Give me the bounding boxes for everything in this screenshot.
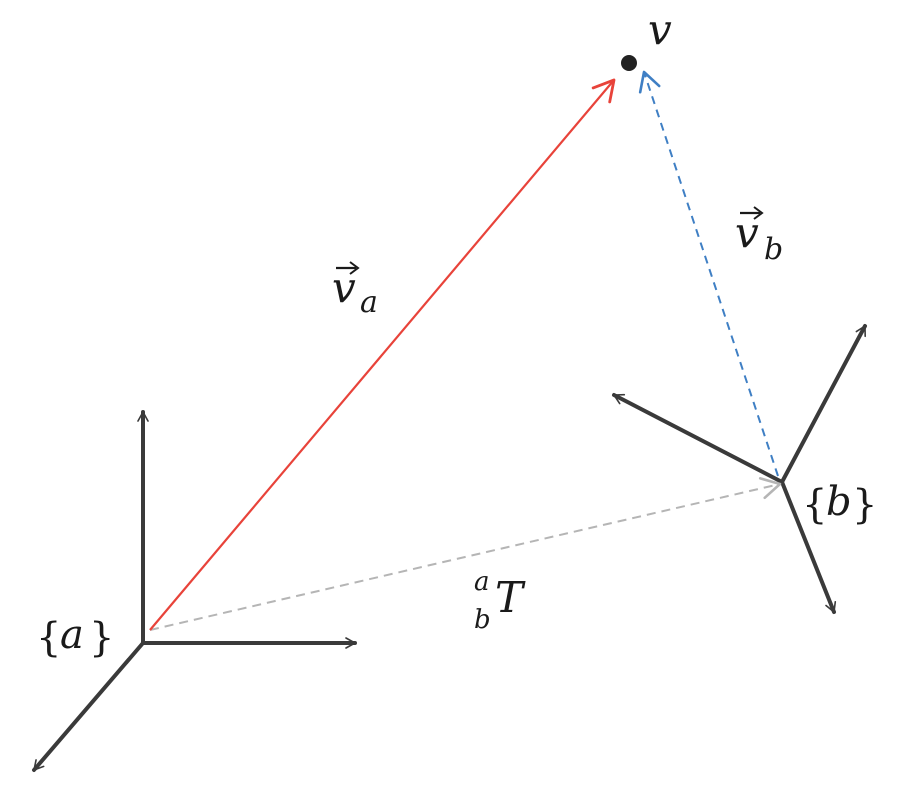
vector-vb-label: v b bbox=[735, 206, 783, 267]
frame-b-axis-upper-left bbox=[612, 393, 784, 484]
vector-va-sub: a bbox=[360, 285, 378, 320]
transform-label: a b T bbox=[474, 567, 526, 635]
transform-sup: a bbox=[474, 567, 490, 597]
point-v-label: v bbox=[648, 5, 672, 54]
point-v-dot bbox=[621, 55, 637, 71]
transform-sub: b bbox=[474, 605, 491, 635]
frame-b-letter: b bbox=[826, 479, 852, 525]
frame-b-axes bbox=[612, 324, 867, 614]
frame-a-axes bbox=[32, 410, 357, 772]
frame-b-close-brace: } bbox=[852, 482, 877, 528]
vector-vb-arrow bbox=[638, 70, 779, 477]
frame-a-close-brace: } bbox=[89, 615, 114, 661]
frame-a-axis-diagonal bbox=[32, 641, 145, 772]
vector-vb-sub: b bbox=[764, 232, 783, 267]
transform-base: T bbox=[495, 573, 526, 622]
vector-va-base: v bbox=[332, 263, 356, 312]
vector-vb-base: v bbox=[735, 208, 759, 257]
transform-arrow bbox=[149, 477, 782, 631]
vector-va-arrow bbox=[149, 78, 616, 631]
frame-b-label: { b } bbox=[802, 479, 877, 528]
frame-a-open-brace: { bbox=[36, 615, 61, 661]
frame-b-axis-upper-right bbox=[780, 324, 867, 484]
vector-va-label: v a bbox=[332, 261, 378, 320]
frame-b-axis-down bbox=[780, 480, 837, 614]
frame-a-letter: a bbox=[60, 612, 84, 658]
frame-b-open-brace: { bbox=[802, 482, 827, 528]
vec-arrow-head-icon bbox=[753, 206, 764, 220]
vec-arrow-head-icon bbox=[349, 261, 360, 275]
frame-a-label: { a } bbox=[36, 612, 114, 661]
